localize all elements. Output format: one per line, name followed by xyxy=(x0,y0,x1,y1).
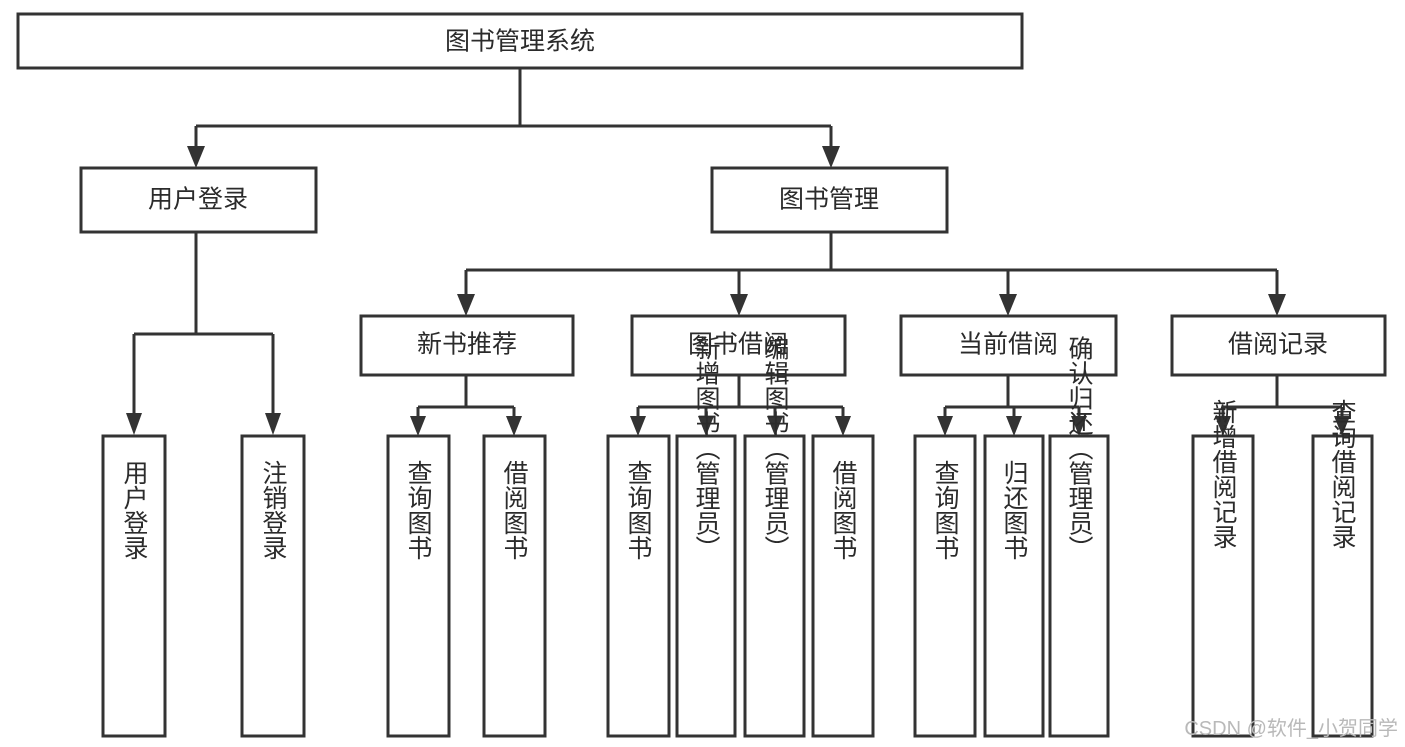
arrow-head-bb-leaf-1 xyxy=(630,416,646,436)
leaf-borrow-book-bb-label: 借阅图书 xyxy=(829,460,858,560)
leaf-edit-book-admin-box[interactable] xyxy=(743,434,806,738)
leaf-query-book-cb-label: 查询图书 xyxy=(931,460,960,560)
leaf-query-book-bb-box[interactable] xyxy=(606,434,671,738)
leaf-borrow-book-bb-box[interactable] xyxy=(811,434,875,738)
node-root-box[interactable] xyxy=(16,12,1024,70)
arrow-head-cb-leaf-1 xyxy=(937,416,953,436)
leaf-logout-box[interactable] xyxy=(240,434,306,738)
leaf-user-login-label: 用户登录 xyxy=(120,460,149,560)
arrow-head-current-borrow xyxy=(999,294,1017,316)
node-borrow-record-box[interactable] xyxy=(1170,314,1387,377)
node-book-borrow-label: 图书借阅 xyxy=(688,331,788,359)
leaf-return-book-box[interactable] xyxy=(983,434,1045,738)
arrow-head-bb-leaf-2 xyxy=(698,416,714,436)
node-book-management-label: 图书管理 xyxy=(779,186,879,214)
leaf-query-borrow-record-label: 查询借阅记录 xyxy=(1328,399,1357,549)
arrow-head-leaf-user-login xyxy=(126,413,142,435)
leaf-node-borrow-book-bb[interactable]: 借阅图书 xyxy=(811,434,875,738)
node-new-book-recommend-label: 新书推荐 xyxy=(417,331,517,359)
node-root-book-management-system[interactable]: 图书管理系统 xyxy=(16,12,1024,70)
arrow-head-bb-leaf-3 xyxy=(767,416,783,436)
arrow-head-borrow-record xyxy=(1268,294,1286,316)
node-book-management-box[interactable] xyxy=(710,166,949,234)
leaf-borrow-book-nb-label: 借阅图书 xyxy=(500,460,529,560)
arrow-head-br-leaf-2 xyxy=(1334,416,1350,436)
leaf-query-borrow-record-box[interactable] xyxy=(1311,434,1374,738)
node-new-book-recommend-box[interactable] xyxy=(359,314,575,377)
node-current-borrow-label: 当前借阅 xyxy=(958,331,1058,359)
leaf-return-book-label: 归还图书 xyxy=(1000,460,1029,560)
node-borrow-record[interactable]: 借阅记录 xyxy=(1170,314,1387,377)
leaf-node-query-book-nb[interactable]: 查询图书 xyxy=(386,434,451,738)
leaf-logout-label: 注销登录 xyxy=(259,460,288,560)
arrow-head-cb-leaf-3 xyxy=(1071,416,1087,436)
node-new-book-recommend[interactable]: 新书推荐 xyxy=(359,314,575,377)
leaf-node-return-book[interactable]: 归还图书 xyxy=(983,434,1045,738)
leaf-add-book-admin-box[interactable] xyxy=(675,434,737,738)
leaf-query-book-cb-box[interactable] xyxy=(913,434,977,738)
leaf-node-add-book-admin[interactable]: 新增图书（管理员） xyxy=(675,336,737,738)
leaf-user-login-box[interactable] xyxy=(101,434,167,738)
arrow-head-nb-leaf-2 xyxy=(506,416,522,436)
arrow-head-leaf-logout xyxy=(265,413,281,435)
arrow-head-book-borrow xyxy=(730,294,748,316)
connector-group-new-book-to-leaves xyxy=(410,375,522,436)
node-user-login-box[interactable] xyxy=(79,166,318,234)
connector-group-book-borrow-to-leaves xyxy=(630,375,851,436)
leaf-node-logout[interactable]: 注销登录 xyxy=(240,434,306,738)
leaf-confirm-return-admin-box[interactable] xyxy=(1048,434,1110,738)
leaf-node-query-book-bb[interactable]: 查询图书 xyxy=(606,434,671,738)
node-current-borrow-box[interactable] xyxy=(899,314,1118,377)
node-book-borrow-box[interactable] xyxy=(630,314,847,377)
arrow-head-br-leaf-1 xyxy=(1215,416,1231,436)
leaf-add-book-admin-label: 新增图书（管理员） xyxy=(692,336,721,561)
connector-group-root-to-level2 xyxy=(187,68,840,168)
connector-group-borrow-record-to-leaves xyxy=(1215,375,1350,436)
leaf-node-confirm-return-admin[interactable]: 确认归还（管理员） xyxy=(1048,336,1110,738)
leaf-add-borrow-record-box[interactable] xyxy=(1191,434,1255,738)
leaf-borrow-book-nb-box[interactable] xyxy=(482,434,547,738)
leaf-query-book-nb-box[interactable] xyxy=(386,434,451,738)
arrow-head-cb-leaf-2 xyxy=(1006,416,1022,436)
node-book-management[interactable]: 图书管理 xyxy=(710,166,949,234)
node-root-label: 图书管理系统 xyxy=(445,28,595,56)
arrow-head-user-login xyxy=(187,146,205,168)
node-borrow-record-label: 借阅记录 xyxy=(1228,331,1328,359)
arrow-head-book-manage xyxy=(822,146,840,168)
leaf-node-borrow-book-nb[interactable]: 借阅图书 xyxy=(482,434,547,738)
arrow-head-new-book xyxy=(457,294,475,316)
node-current-borrow[interactable]: 当前借阅 xyxy=(899,314,1118,377)
leaf-node-query-book-cb[interactable]: 查询图书 xyxy=(913,434,977,738)
leaf-query-book-bb-label: 查询图书 xyxy=(624,460,653,560)
leaf-edit-book-admin-label: 编辑图书（管理员） xyxy=(761,336,790,561)
arrow-head-nb-leaf-1 xyxy=(410,416,426,436)
leaf-node-add-borrow-record[interactable]: 新增借阅记录 xyxy=(1191,399,1255,738)
connector-group-current-borrow-to-leaves xyxy=(937,375,1087,436)
csdn-watermark: CSDN @软件_小贺同学 xyxy=(1184,717,1398,740)
leaf-node-user-login[interactable]: 用户登录 xyxy=(101,434,167,738)
node-user-login-label: 用户登录 xyxy=(148,186,248,214)
leaf-confirm-return-admin-label: 确认归还（管理员） xyxy=(1065,336,1094,561)
node-book-borrow[interactable]: 图书借阅 xyxy=(630,314,847,377)
connector-group-book-manage-to-level3 xyxy=(457,232,1286,316)
leaf-node-edit-book-admin[interactable]: 编辑图书（管理员） xyxy=(743,336,806,738)
leaf-query-book-nb-label: 查询图书 xyxy=(404,460,433,560)
leaf-add-borrow-record-label: 新增借阅记录 xyxy=(1209,399,1238,549)
node-user-login[interactable]: 用户登录 xyxy=(79,166,318,234)
arrow-head-bb-leaf-4 xyxy=(835,416,851,436)
leaf-node-query-borrow-record[interactable]: 查询借阅记录 xyxy=(1311,399,1374,738)
connector-group-user-login-to-leaves xyxy=(126,232,281,435)
